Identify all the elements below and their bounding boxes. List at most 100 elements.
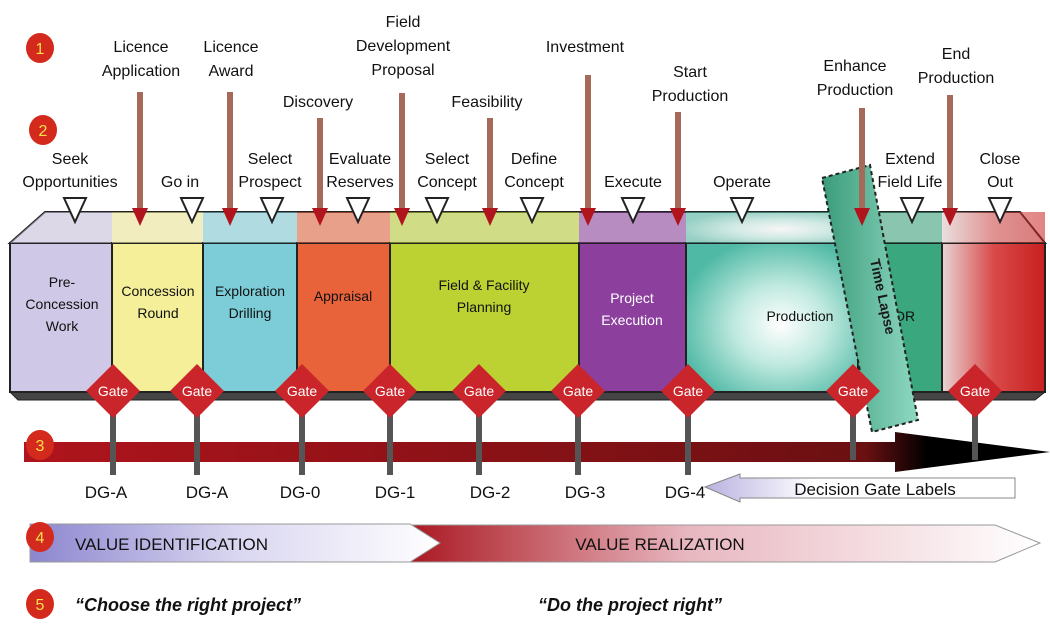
milestone-label: Development [356, 38, 451, 55]
gate-label: Gate [182, 383, 213, 399]
gate-label: Gate [563, 383, 594, 399]
milestone-label: Award [208, 63, 253, 80]
row-marker-circle [26, 430, 54, 460]
phase-label: Pre- [49, 274, 76, 290]
slogan-do-project-right: “Do the project right” [538, 595, 722, 615]
gate-diamond [452, 364, 506, 418]
row-marker: 1 [26, 33, 54, 63]
phase-block [941, 212, 1046, 393]
gate-diamond [826, 364, 880, 418]
milestone-arrow-head [312, 208, 328, 226]
gate-post [972, 410, 978, 460]
milestone-label: Field [386, 14, 421, 31]
phase-block: Production [685, 212, 859, 393]
gate-marker: Gate [661, 364, 715, 475]
decision-gate-labels-caption: Decision Gate Labels [794, 480, 956, 499]
phase-label: Execution [601, 312, 662, 328]
phase-label: Field & Facility [438, 277, 529, 293]
activity-label: Operate [713, 174, 771, 191]
milestone-arrow-head [942, 208, 958, 226]
milestone-item: Feasibility [451, 94, 523, 226]
gate-label: Gate [98, 383, 129, 399]
milestone-arrow-head [580, 208, 596, 226]
gate-label: Gate [464, 383, 495, 399]
activity-triangle [424, 197, 450, 225]
activity-label: Concept [504, 174, 564, 191]
milestone-label: Licence [203, 39, 258, 56]
milestone-label: Investment [546, 39, 625, 56]
gate-marker: Gate [86, 364, 140, 475]
activity-label: Reserves [326, 174, 394, 191]
gate-post [685, 410, 691, 475]
gate-post [850, 410, 856, 460]
gate-post [476, 410, 482, 475]
phase-label: Round [137, 305, 178, 321]
activity-item: Go in [161, 174, 205, 225]
gate-label: Gate [673, 383, 704, 399]
milestone-label: Production [652, 88, 729, 105]
gate-diamond [551, 364, 605, 418]
phase-block: Appraisal [296, 212, 391, 393]
value-arrows: VALUE IDENTIFICATION VALUE REALIZATION [29, 523, 1042, 563]
gate-post [110, 410, 116, 475]
gate-diamond [661, 364, 715, 418]
row-marker-circle [26, 589, 54, 619]
phase-label: Production [767, 308, 834, 324]
activity-label: Close [980, 151, 1021, 168]
decision-gate-label: DG-2 [470, 483, 511, 502]
activity-label: Execute [604, 174, 662, 191]
gate-label: Gate [287, 383, 318, 399]
phase-label: Drilling [229, 305, 272, 321]
decision-gate-label: DG-1 [375, 483, 416, 502]
gate-marker: Gate [452, 364, 506, 475]
gate-diamond [86, 364, 140, 418]
slogan-choose-right-project: “Choose the right project” [75, 595, 301, 615]
phase-label: Planning [457, 299, 512, 315]
activity-label: Field Life [878, 174, 943, 191]
milestone-label: Production [817, 82, 894, 99]
decision-gate-label: DG-0 [280, 483, 321, 502]
milestone-item: Investment [546, 39, 625, 226]
decision-gate-label: DG-3 [565, 483, 606, 502]
activity-triangle [620, 197, 646, 225]
gate-marker: Gate [948, 364, 1002, 460]
gate-post [575, 410, 581, 475]
activity-label: Extend [885, 151, 935, 168]
gate-post [387, 410, 393, 475]
activity-triangle [519, 197, 545, 225]
activity-label: Select [425, 151, 470, 168]
milestone-label: Enhance [823, 58, 886, 75]
row-marker-circle [26, 33, 54, 63]
row-marker-circle [26, 522, 54, 552]
activity-item: Operate [713, 174, 771, 225]
milestone-arrow-shaft [487, 118, 493, 208]
gate-marker: Gate [275, 364, 329, 475]
row-marker-number: 2 [39, 123, 48, 140]
row-marker: 2 [29, 115, 57, 145]
milestone-label: Production [918, 70, 995, 87]
value-realization-label: VALUE REALIZATION [575, 535, 744, 554]
activity-label: Define [511, 151, 557, 168]
gate-diamond [363, 364, 417, 418]
value-identification-label: VALUE IDENTIFICATION [75, 535, 268, 554]
decision-gate-label: DG-A [85, 483, 128, 502]
gate-diamond [948, 364, 1002, 418]
row-marker: 4 [26, 522, 54, 552]
milestone-item: Discovery [283, 94, 353, 226]
activity-triangle [729, 197, 755, 225]
phase-label: Concession [25, 296, 98, 312]
